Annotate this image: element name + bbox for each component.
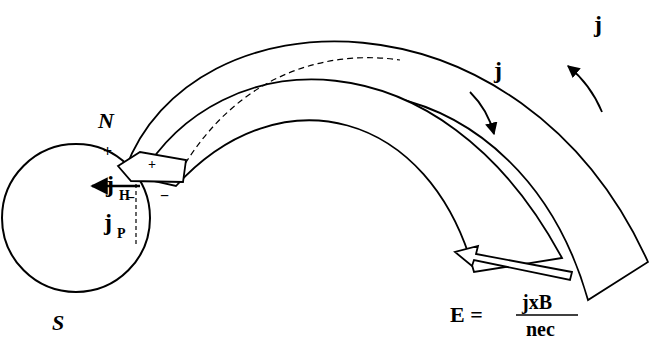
fraction-bar — [516, 314, 578, 316]
charge-sign: + — [103, 144, 112, 160]
tube-axis-dashed — [180, 58, 400, 172]
subscript: P — [117, 227, 126, 241]
current-symbol: j — [494, 58, 502, 82]
field-formula: E = — [450, 304, 483, 326]
charge-sign: + — [148, 158, 156, 172]
current-arrow — [470, 92, 494, 134]
inner-current-sheet — [140, 79, 562, 272]
current-symbol: j — [104, 210, 112, 234]
pedersen-current-line — [135, 184, 136, 246]
electric-field-arrow — [455, 246, 572, 280]
pole-label: N — [98, 110, 114, 132]
field-formula: jxB — [522, 292, 552, 312]
current-symbol: j — [594, 12, 602, 36]
current-symbol: j — [106, 172, 114, 196]
current-arrow — [568, 66, 602, 112]
field-formula: nec — [526, 319, 555, 339]
charge-sign: − — [126, 190, 135, 206]
hall-current-arrow — [92, 185, 140, 188]
pole-label: S — [52, 312, 64, 334]
footpoint — [118, 152, 186, 182]
outer-current-sheet — [125, 41, 648, 300]
charge-sign: − — [160, 188, 169, 204]
